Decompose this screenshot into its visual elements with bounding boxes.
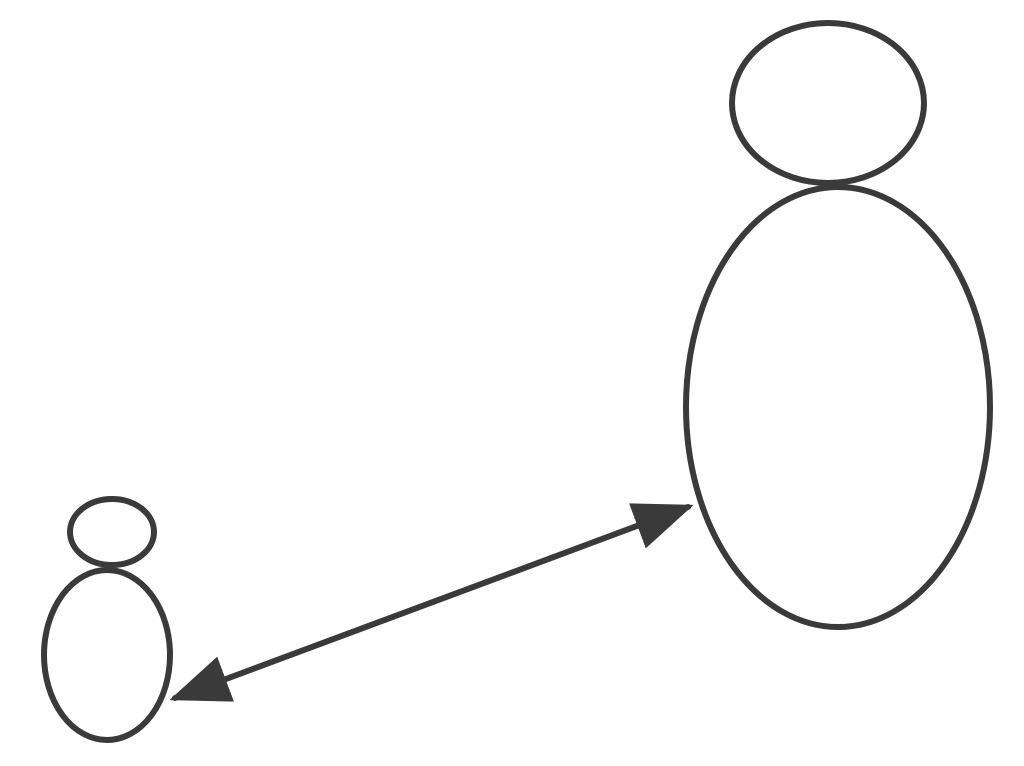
- small-figure-head: [67, 496, 157, 568]
- large-figure: [683, 20, 993, 630]
- large-figure-head: [729, 20, 927, 186]
- double-headed-arrow: [169, 503, 694, 702]
- large-figure-body: [683, 184, 993, 630]
- small-figure: [41, 496, 173, 743]
- small-figure-body: [41, 567, 173, 743]
